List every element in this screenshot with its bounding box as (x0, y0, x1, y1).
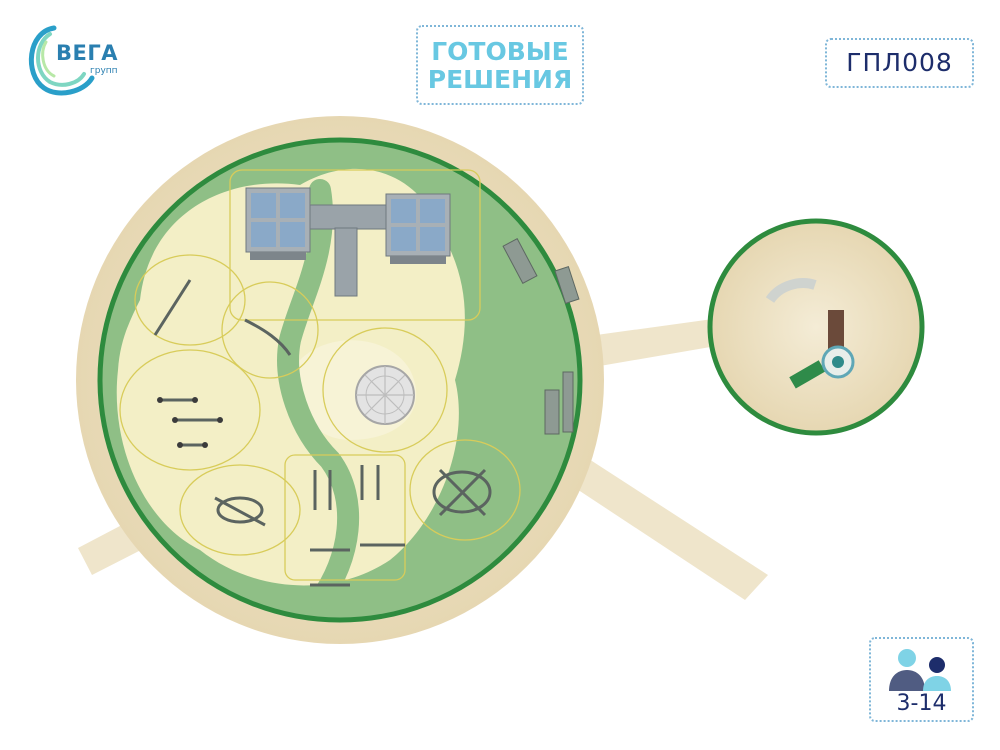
solutions-line-1: ГОТОВЫЕ (431, 37, 569, 66)
slide-tower-icon (245, 187, 451, 297)
logo-brand-name: ВЕГА (56, 41, 118, 65)
safety-zones (119, 169, 521, 581)
toddler-area (707, 218, 925, 436)
toddler-equipment (765, 278, 855, 389)
age-range-text: 3-14 (896, 691, 947, 716)
project-code-badge: ГПЛ008 (825, 38, 974, 88)
logo-subtitle: групп (90, 66, 118, 76)
spring-rocker-icon (157, 397, 223, 448)
solutions-line-2: РЕШЕНИЯ (427, 65, 573, 94)
children-icon (889, 649, 951, 691)
ready-solutions-badge: ГОТОВЫЕ РЕШЕНИЯ (416, 25, 584, 105)
vega-logo: ВЕГА групп (22, 22, 132, 102)
age-range-badge: 3-14 (869, 637, 974, 722)
carousel-icon (355, 365, 415, 425)
vega-logo-icon (28, 25, 95, 96)
play-equipment (153, 279, 492, 587)
bench-icon (502, 238, 580, 435)
